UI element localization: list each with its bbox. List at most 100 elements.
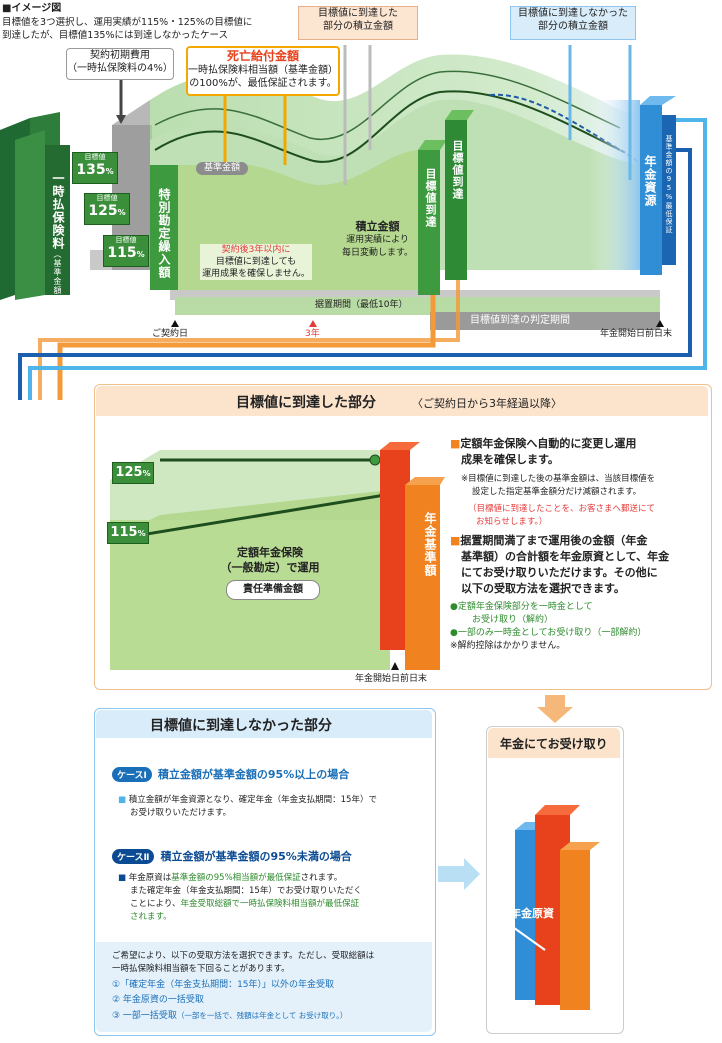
target-badge-125: 目標値 125% xyxy=(84,193,130,225)
not-reached-callout-line2: 部分の積立金額 xyxy=(538,21,608,32)
down-arrow-icon xyxy=(537,695,573,723)
reached-callout-line1: 目標値に到達した xyxy=(318,8,398,19)
top-diagram xyxy=(0,45,707,400)
case1-title: 積立金額が基準金額の95%以上の場合 xyxy=(157,768,350,781)
guarantee-line1: 契約後3年以内に xyxy=(221,245,291,255)
reached-p2-line4: 以下の受取方法を選択できます。 xyxy=(461,582,625,595)
opt-intro1: ご希望により、以下の受取方法を選択できます。ただし、受取総額は xyxy=(112,951,375,961)
case2-body: ■ 年金原資は基準金額の95%相当額が最低保証されます。 また確定年金（年金支払… xyxy=(118,872,428,924)
percent-135: % xyxy=(105,167,114,176)
not-reached-options-box xyxy=(96,942,432,1032)
accumulated-title: 積立金額 xyxy=(355,220,400,233)
case2-line4: されます。 xyxy=(130,912,172,922)
case2-line1b: 基準金額の95%相当額が最低保証 xyxy=(171,873,301,883)
reached-graphic xyxy=(109,442,445,670)
description-line-2: 到達したが、目標値135%には到達しなかったケース xyxy=(2,30,228,41)
target-badge-135: 目標値 135% xyxy=(72,152,118,184)
not-reached-panel-header xyxy=(96,710,432,738)
contract-date-label: ご契約日 xyxy=(152,329,189,339)
reached-value-115: 115 xyxy=(110,525,138,540)
percent-115: % xyxy=(136,250,145,259)
reached-p2-line3: にてお受け取りいただけます。その他に xyxy=(461,566,658,579)
reached-panel-header xyxy=(96,386,708,416)
not-reached-options: ご希望により、以下の受取方法を選択できます。ただし、受取総額は 一時払保険料相当… xyxy=(112,950,427,1023)
pension-base-label: 年金基準額 xyxy=(423,512,437,577)
target-value-125: 125 xyxy=(88,203,118,219)
death-benefit-callout: 死亡給付金額 一時払保険料相当額（基準金額） の100%が、最低保証されます。 xyxy=(186,46,340,96)
reached-opt1-line2: お受け取り（解約） xyxy=(472,615,554,625)
receive-panel-header xyxy=(488,728,620,758)
not-reached-callout-line1: 目標値に到達しなかった xyxy=(518,8,628,19)
reached-pension-start: 年金開始日前日末 xyxy=(355,674,428,684)
target-value-135: 135 xyxy=(76,162,106,178)
reached-note1-line2: 設定した指定基準金額分だけ減額されます。 xyxy=(472,487,642,497)
receive-fund-label: 年金原資 xyxy=(510,907,554,920)
case2-line1a: 年金原資は xyxy=(128,873,172,883)
deferral-period-label: 据置期間（最低10年） xyxy=(315,300,408,310)
not-reached-opt2: ② 年金原資の一括受取 xyxy=(112,995,204,1005)
receive-graphic xyxy=(509,805,600,1010)
case1-line1: 積立金額が年金資源となり、確定年金（年金支払期間：15年）で xyxy=(128,795,377,805)
reached-red-note2: お知らせします。） xyxy=(476,517,548,527)
premium-sub-label: （基準金額） xyxy=(53,250,62,304)
not-reached-callout: 目標値に到達しなかった 部分の積立金額 xyxy=(510,6,636,40)
case2-heading: ケースⅡ 積立金額が基準金額の95%未満の場合 xyxy=(112,848,352,864)
reached-red-note1: （目標値に到達したことを、お客さまへ郵送にて xyxy=(468,504,656,514)
guarantee-line3: 運用成果を確保しません。 xyxy=(202,269,310,279)
not-reached-opt3: ③ 一部一括受取 xyxy=(112,1011,177,1021)
initial-fee-title: 契約初期費用 xyxy=(90,50,150,61)
min-guarantee-label: 基準金額の95%最低保証 xyxy=(665,135,673,234)
accumulated-desc1: 運用実績により xyxy=(346,235,409,245)
target-reached-label-a: 目標値到達 xyxy=(424,168,437,228)
reached-note1-line1: ※目標値に到達した後の基準金額は、当該目標値を xyxy=(461,474,656,484)
pension-start-label: 年金開始日前日末 xyxy=(600,329,673,339)
case2-line3a: ことにより、 xyxy=(130,899,181,909)
reached-opt1-line1: ●定額年金保険部分を一時金として xyxy=(450,602,593,612)
case1-line2: お受け取りいただけます。 xyxy=(130,808,232,818)
receive-panel-title: 年金にてお受け取り xyxy=(500,737,608,751)
reached-panel-subtitle: 〈ご契約日から3年経過以降〉 xyxy=(412,397,562,410)
reached-badge-125: 125% xyxy=(112,462,154,484)
opt-intro2: 一時払保険料相当額を下回ることがあります。 xyxy=(112,964,290,974)
reserve-label: 責任準備金額 xyxy=(226,580,320,600)
target-badge-115: 目標値 115% xyxy=(103,235,149,267)
reached-p1-line2: 成果を確保します。 xyxy=(461,453,559,466)
reached-opt2: ●一部のみ一時金としてお受け取り（一部解約） xyxy=(450,628,647,638)
case2-tag: ケースⅡ xyxy=(112,849,155,864)
initial-fee-sub: （一時払保険料の4%） xyxy=(67,63,173,74)
reached-p2-line2: 基準額）の合計額を年金原資として、年金 xyxy=(461,550,670,563)
death-benefit-title: 死亡給付金額 xyxy=(226,49,299,63)
case2-line1c: されます。 xyxy=(300,873,343,883)
judgment-period-label: 目標値到達の判定期間 xyxy=(470,315,570,326)
target-label-135: 目標値 xyxy=(84,153,106,161)
target-label-125: 目標値 xyxy=(96,194,118,202)
target-reached-label-b: 目標値到達 xyxy=(451,140,464,200)
right-arrow-icon xyxy=(438,858,480,890)
initial-fee-callout: 契約初期費用 （一時払保険料の4%） xyxy=(66,48,174,80)
reached-percent-125: % xyxy=(142,469,151,478)
reached-badge-115: 115% xyxy=(107,522,149,544)
accumulated-desc2: 毎日変動します。 xyxy=(341,248,414,258)
fixed-pension-line1: 定額年金保険 xyxy=(237,546,303,559)
description-line-1: 目標値を3つ選択し、運用実績が115%・125%の目標値に xyxy=(2,17,253,28)
deferral-bar xyxy=(175,297,660,315)
pension-source-label: 年金資源 xyxy=(643,155,657,207)
target-label-115: 目標値 xyxy=(115,236,137,244)
target-value-115: 115 xyxy=(107,245,137,261)
guarantee-note: 契約後3年以内に 目標値に到達しても 運用成果を確保しません。 xyxy=(200,244,312,280)
special-account-label: 特別勘定繰入額 xyxy=(157,188,171,279)
premium-label: 一時払保険料 xyxy=(51,172,65,250)
not-reached-opt3-sub: （一部を一括で、残額は年金として お受け取り。） xyxy=(176,1011,348,1020)
percent-125: % xyxy=(117,208,126,217)
fixed-pension-label: 定額年金保険 （一般勘定）で運用 xyxy=(200,545,340,575)
guarantee-line2: 目標値に到達しても xyxy=(215,257,297,267)
not-reached-panel-title: 目標値に到達しなかった部分 xyxy=(150,718,332,734)
case2-title: 積立金額が基準金額の95%未満の場合 xyxy=(160,850,352,863)
figure-label: ■イメージ図 xyxy=(2,3,62,14)
year3-label: 3年 xyxy=(305,329,320,339)
reached-callout-line2: 部分の積立金額 xyxy=(323,21,393,32)
reached-value-125: 125 xyxy=(115,465,143,480)
base-amount-label: 基準金額 xyxy=(196,162,249,175)
reached-p1-line1: 定額年金保険へ自動的に変更し運用 xyxy=(460,437,637,450)
